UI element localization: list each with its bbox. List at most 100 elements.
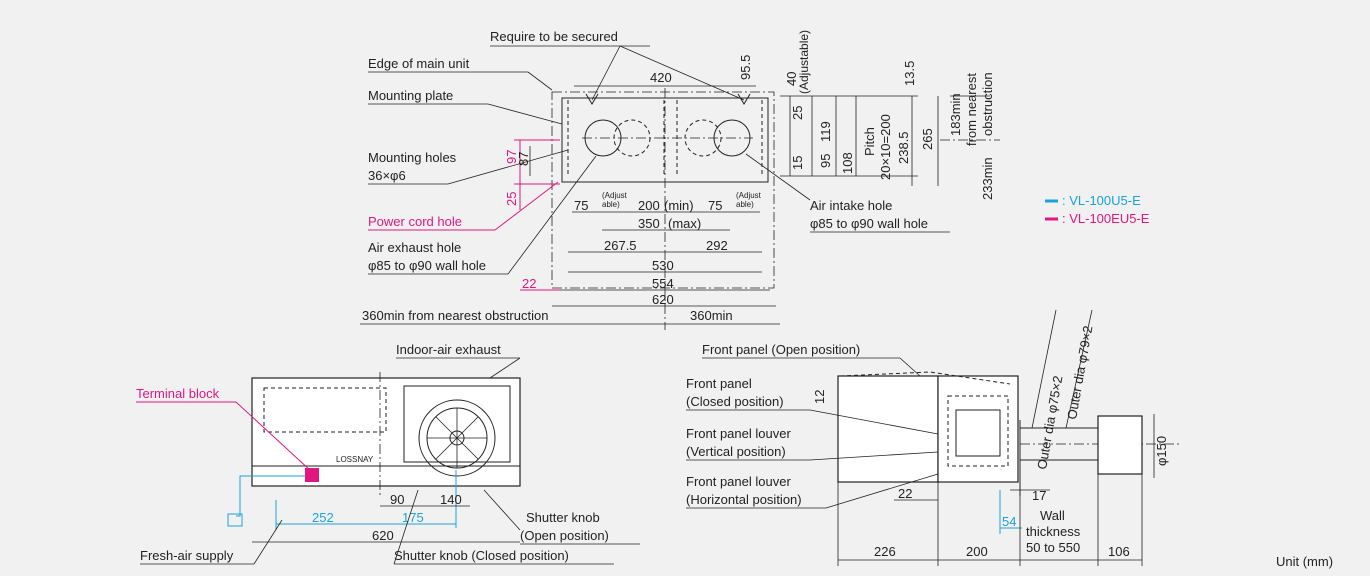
adjust-left-a: (Adjust (602, 191, 628, 200)
require-secured-label: Require to be secured (490, 29, 618, 44)
unit-label: Unit (mm) (1276, 554, 1333, 569)
top-view: Require to be secured Edge of main unit … (360, 29, 1000, 330)
side-unit-body (837, 375, 939, 483)
dim-238-5: 238.5 (896, 131, 911, 164)
from-nearest-label: from nearest (964, 73, 979, 146)
dim-95: 95 (818, 154, 833, 168)
dim-620-front: 620 (372, 528, 394, 543)
dim-40: 40 (784, 72, 799, 86)
power-plug (227, 513, 243, 527)
mounting-plate-label: Mounting plate (368, 88, 453, 103)
dim-200-side: 200 (966, 544, 988, 559)
dim-620: 620 (652, 292, 674, 307)
dim-54: 54 (1002, 514, 1016, 529)
dim-530: 530 (652, 258, 674, 273)
dim-min: (min) (664, 198, 694, 213)
dim-140: 140 (440, 492, 462, 507)
edge-main-unit-label: Edge of main unit (368, 56, 470, 71)
dim-200: 200 (638, 198, 660, 213)
front-panel-open-outline (839, 371, 1011, 385)
pitch-label: Pitch (862, 127, 877, 156)
louver-vertical-label-a: Front panel louver (686, 426, 791, 441)
dim-22-pink: 22 (522, 276, 536, 291)
outer-dia-75-label: Outer dia φ75×2 (1034, 375, 1065, 471)
dim-108: 108 (840, 152, 855, 174)
power-cord-hole-label: Power cord hole (368, 214, 462, 229)
dim-106: 106 (1108, 544, 1130, 559)
shutter-open-label-b: (Open position) (520, 528, 609, 543)
dim-95-5: 95.5 (738, 55, 753, 80)
front-panel-label-a: Front panel (686, 376, 752, 391)
outer-dia-79-label: Outer dia φ79×2 (1064, 325, 1095, 421)
dim-119: 119 (818, 121, 833, 142)
terminal-block-label: Terminal block (136, 386, 220, 401)
air-exhaust-spec: φ85 to φ90 wall hole (368, 258, 486, 273)
dim-420: 420 (650, 70, 672, 85)
air-exhaust-hole-label: Air exhaust hole (368, 240, 461, 255)
dim-phi150: φ150 (1154, 436, 1169, 466)
legend-pink-label: : VL-100EU5-E (1062, 211, 1150, 226)
front-filter-outline (263, 387, 387, 433)
dim-252: 252 (312, 510, 334, 525)
air-intake-spec: φ85 to φ90 wall hole (810, 216, 928, 231)
dim-22-side: 22 (898, 486, 912, 501)
dim-175: 175 (402, 510, 424, 525)
side-fan-outline (947, 395, 1009, 467)
dim-25-pink: 25 (504, 192, 519, 206)
dim-17: 17 (1032, 488, 1046, 503)
dim-12: 12 (812, 390, 827, 404)
obstruction-left-label: 360min from nearest obstruction (362, 308, 548, 323)
obstruction-right-label: 360min (690, 308, 733, 323)
dim-350: 350 (638, 216, 660, 231)
dim-87: 87 (516, 152, 531, 166)
dim-75-left: 75 (574, 198, 588, 213)
fresh-air-supply-label: Fresh-air supply (140, 548, 234, 563)
secure-notch-right (737, 93, 751, 105)
louver-horizontal-label-b: (Horizontal position) (686, 492, 802, 507)
front-fan-circle (418, 399, 496, 477)
dim-265: 265 (920, 128, 935, 150)
side-unit-rear (937, 375, 1019, 483)
shutter-open-label-a: Shutter knob (526, 510, 600, 525)
front-view: LOSSNAY Indoor-air exhaust Terminal bloc… (136, 342, 640, 565)
dim-75-right: 75 (708, 198, 722, 213)
dim-554: 554 (652, 276, 674, 291)
indoor-air-exhaust-label: Indoor-air exhaust (396, 342, 501, 357)
dim-183min: 183min (948, 93, 963, 136)
front-fan-spokes (427, 408, 487, 468)
dim-97: 97 (504, 150, 519, 164)
adjust-right-b: able) (736, 200, 754, 209)
terminal-block-mark (305, 468, 319, 482)
edge-of-main-unit-outline (551, 91, 775, 289)
wall-label-b: thickness (1026, 524, 1081, 539)
legend-blue-label: : VL-100U5-E (1062, 193, 1141, 208)
dim-90: 90 (390, 492, 404, 507)
louver-horizontal-label-a: Front panel louver (686, 474, 791, 489)
side-view: Front panel (Open position) Front panel … (686, 309, 1180, 566)
adjust-left-b: able) (602, 200, 620, 209)
dim-max: (max) (668, 216, 701, 231)
louver-vertical-label-b: (Vertical position) (686, 444, 786, 459)
shutter-closed-label: Shutter knob (Closed position) (394, 548, 569, 563)
dim-226: 226 (874, 544, 896, 559)
air-intake-hole-label: Air intake hole (810, 198, 892, 213)
outdoor-hood (1097, 415, 1143, 475)
dim-25: 25 (790, 106, 805, 120)
dim-267-5: 267.5 (604, 238, 637, 253)
pitch-value: 20×10=200 (878, 114, 893, 180)
secure-notch-left (585, 93, 599, 105)
front-panel-open-label: Front panel (Open position) (702, 342, 860, 357)
power-cord (236, 475, 305, 517)
mounting-holes-label: Mounting holes (368, 150, 457, 165)
dim-13-5: 13.5 (902, 61, 917, 86)
adjust-right-a: (Adjust (736, 191, 762, 200)
dim-233min: 233min (980, 157, 995, 200)
dim-adjustable: (Adjustable) (797, 30, 811, 94)
brand-logo: LOSSNAY (336, 455, 374, 464)
obstruction-label: obstruction (980, 72, 995, 136)
dim-15: 15 (790, 156, 805, 170)
mounting-holes-spec: 36×φ6 (368, 168, 406, 183)
legend: : VL-100U5-E : VL-100EU5-E (1045, 193, 1150, 226)
